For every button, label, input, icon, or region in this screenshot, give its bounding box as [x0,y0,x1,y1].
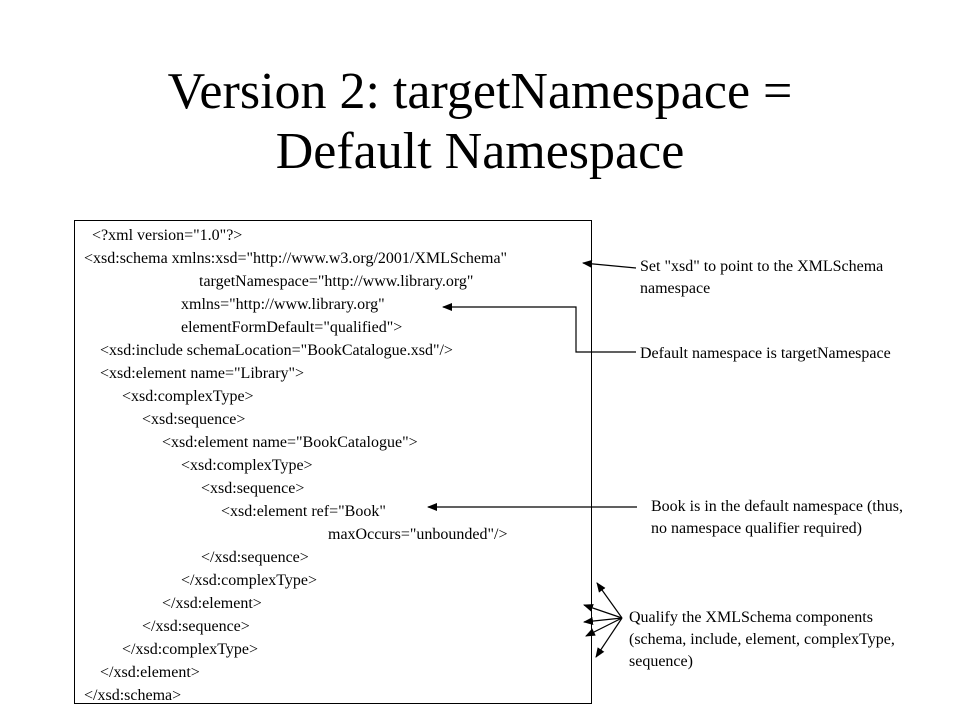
slide-title-line-1: Version 2: targetNamespace = [167,63,793,120]
annotation-qualify-components: Qualify the XMLSchema components (schema… [629,607,895,673]
annotation-xsd-namespace-line-1: Set "xsd" to point to the XMLSchema [640,258,884,275]
arrow-qualify-5 [595,617,623,658]
annotation-book-namespace-line-1: Book is in the default namespace (thus, [651,498,903,515]
code-line-element-book-ref: <xsd:element ref="Book" [221,503,386,520]
code-line-element-form-default: elementFormDefault="qualified"> [181,319,403,336]
code-line-element-library: <xsd:element name="Library"> [100,365,305,382]
code-line-sequence-1: <xsd:sequence> [142,411,246,428]
code-listing-box [74,220,592,704]
code-line-schema-open: <xsd:schema xmlns:xsd="http://www.w3.org… [84,250,508,267]
code-line-complex-type-1-close: </xsd:complexType> [122,641,259,658]
code-line-default-xmlns: xmlns="http://www.library.org" [181,296,385,313]
code-line-element-bookcatalogue-close: </xsd:element> [162,595,262,612]
annotation-book-namespace: Book is in the default namespace (thus, … [651,496,903,540]
annotation-book-namespace-line-2: no namespace qualifier required) [651,520,863,537]
arrow-to-xsd-namespace [582,259,637,269]
annotation-xsd-namespace: Set "xsd" to point to the XMLSchema name… [640,256,883,300]
code-line-complex-type-2-close: </xsd:complexType> [181,572,318,589]
code-line-sequence-2: <xsd:sequence> [201,480,305,497]
arrow-qualify-4 [585,617,623,637]
arrow-to-default-namespace [442,303,636,353]
code-line-element-bookcatalogue: <xsd:element name="BookCatalogue"> [162,434,418,451]
code-line-xml-declaration: <?xml version="1.0"?> [92,227,243,244]
code-line-target-namespace: targetNamespace="http://www.library.org" [199,273,474,290]
code-line-complex-type-2: <xsd:complexType> [181,457,313,474]
annotation-qualify-components-line-3: sequence) [629,653,693,670]
slide-title-line-2: Default Namespace [275,123,685,180]
annotation-default-namespace: Default namespace is targetNamespace [640,343,891,365]
code-line-sequence-1-close: </xsd:sequence> [142,618,250,635]
code-line-element-library-close: </xsd:element> [100,664,200,681]
code-line-sequence-2-close: </xsd:sequence> [201,549,309,566]
annotation-qualify-components-line-1: Qualify the XMLSchema components [629,609,873,626]
code-line-include: <xsd:include schemaLocation="BookCatalog… [100,342,453,359]
annotation-default-namespace-line-1: Default namespace is targetNamespace [640,345,891,362]
arrow-qualify-2 [583,604,623,619]
annotation-xsd-namespace-line-2: namespace [640,280,711,297]
annotation-qualify-components-line-2: (schema, include, element, complexType, [629,631,895,648]
arrow-qualify-3 [583,617,623,626]
code-line-schema-close: </xsd:schema> [84,687,182,704]
code-line-complex-type-1: <xsd:complexType> [122,388,254,405]
slide-title: Version 2: targetNamespace = Default Nam… [0,62,960,182]
code-line-max-occurs: maxOccurs="unbounded"/> [328,526,508,543]
arrow-qualify-1 [596,582,623,619]
